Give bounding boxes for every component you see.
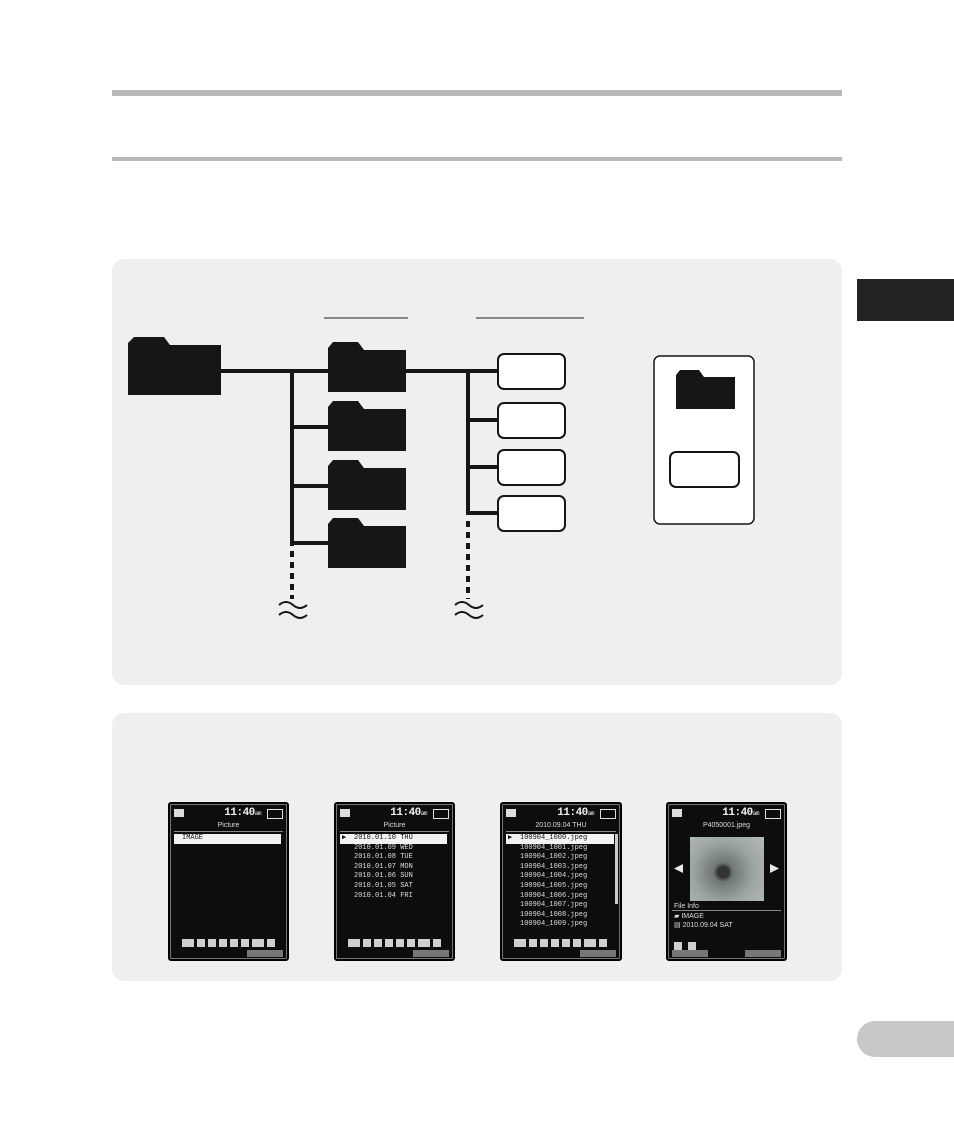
list-item[interactable]: 100904_1007.jpeg <box>520 901 588 910</box>
clock: 11:40am <box>390 807 427 819</box>
icon-bar <box>182 938 281 948</box>
clock: 11:40am <box>224 807 261 819</box>
page-number-tab <box>857 1021 954 1057</box>
file-info-folder: ▰ IMAGE <box>674 913 704 920</box>
battery-icon <box>765 809 781 819</box>
scrollbar[interactable] <box>615 834 618 904</box>
icon-bar <box>674 941 779 951</box>
image-thumbnail <box>690 837 764 901</box>
list-item[interactable]: 100904_1004.jpeg <box>520 872 588 881</box>
list-item[interactable]: 100904_1006.jpeg <box>520 891 588 900</box>
list-item[interactable]: 100904_1008.jpeg <box>520 910 588 919</box>
next-arrow-icon[interactable] <box>770 864 779 873</box>
continuation-wave-icon <box>278 601 308 619</box>
top-rule <box>112 90 842 96</box>
menu-softkey[interactable] <box>247 950 283 957</box>
screen-file-list: 11:40am 2010.09.04 THU ▶100904_1000.jpeg… <box>500 802 622 961</box>
list-item[interactable]: 100904_1003.jpeg <box>520 862 588 871</box>
list-item[interactable]: 100904_1002.jpeg <box>520 853 588 862</box>
list-item[interactable]: 100904_1001.jpeg <box>520 843 588 852</box>
battery-icon <box>433 809 449 819</box>
status-icon <box>672 809 682 817</box>
file-icon <box>497 449 566 486</box>
play-arrow-icon: ▶ <box>342 834 347 842</box>
play-arrow-icon: ▶ <box>508 834 513 842</box>
status-icon <box>506 809 516 817</box>
file-icon <box>497 353 566 390</box>
status-icon <box>340 809 350 817</box>
menu-softkey[interactable] <box>745 950 781 957</box>
file-info-date: ▤ 2010.09.04 SAT <box>674 922 733 929</box>
date-folder-icon <box>328 460 406 510</box>
list-softkey[interactable] <box>672 950 708 957</box>
date-folder-list: ▶2010.01.10 THU 2010.01.09 WED 2010.01.0… <box>340 834 447 901</box>
list-item[interactable]: 2010.01.05 SAT <box>354 881 413 890</box>
clock: 11:40am <box>722 807 759 819</box>
menu-softkey[interactable] <box>413 950 449 957</box>
section-rule <box>112 157 842 161</box>
screen-picture-root: 11:40am Picture IMAGE <box>168 802 289 961</box>
status-bar: 11:40am <box>340 807 449 820</box>
date-folder-icon <box>328 518 406 568</box>
prev-arrow-icon[interactable] <box>674 864 683 873</box>
list-item[interactable]: 100904_1009.jpeg <box>520 920 588 929</box>
icon-bar <box>348 938 447 948</box>
file-icon <box>497 495 566 532</box>
date-folder-icon <box>328 401 406 451</box>
list-item[interactable]: 2010.01.07 MON <box>354 862 413 871</box>
date-folder-icon <box>328 342 406 392</box>
clock: 11:40am <box>557 807 594 819</box>
legend-folder-icon <box>676 370 735 409</box>
file-list: ▶100904_1000.jpeg 100904_1001.jpeg 10090… <box>506 834 614 930</box>
screen-title: 2010.09.04 THU <box>535 822 587 829</box>
status-bar: 11:40am <box>174 807 283 820</box>
screen-picture-dates: 11:40am Picture ▶2010.01.10 THU 2010.01.… <box>334 802 455 961</box>
list-item[interactable]: 100904_1005.jpeg <box>520 881 588 890</box>
list-item[interactable]: 2010.01.09 WED <box>354 843 413 852</box>
folder-list: IMAGE <box>174 834 281 844</box>
list-item[interactable]: 2010.01.08 TUE <box>354 853 413 862</box>
root-folder-icon <box>128 337 221 395</box>
folder-tree-diagram <box>128 317 755 619</box>
screen-title: P4050001.jpeg <box>702 822 751 829</box>
battery-icon <box>267 809 283 819</box>
legend-file-icon <box>669 451 740 488</box>
battery-icon <box>600 809 616 819</box>
list-item[interactable]: IMAGE <box>174 834 281 844</box>
screen-title: Picture <box>383 822 406 829</box>
screen-title: Picture <box>217 822 240 829</box>
folder-structure-panel <box>112 259 842 685</box>
chapter-tab <box>857 279 954 321</box>
file-info-label: File Info <box>674 903 699 910</box>
list-item[interactable]: 2010.01.06 SUN <box>354 872 413 881</box>
menu-softkey[interactable] <box>580 950 616 957</box>
list-item[interactable]: ▶2010.01.10 THU <box>340 834 447 844</box>
file-icon <box>497 402 566 439</box>
status-icon <box>174 809 184 817</box>
list-item[interactable]: ▶100904_1000.jpeg <box>506 834 614 844</box>
screen-image-view: 11:40am P4050001.jpeg File Info ▰ IMAGE … <box>666 802 787 961</box>
continuation-wave-icon <box>454 601 484 619</box>
icon-bar <box>514 938 614 948</box>
status-bar: 11:40am <box>506 807 616 820</box>
list-item[interactable]: 2010.01.04 FRI <box>354 891 413 900</box>
status-bar: 11:40am <box>672 807 781 820</box>
